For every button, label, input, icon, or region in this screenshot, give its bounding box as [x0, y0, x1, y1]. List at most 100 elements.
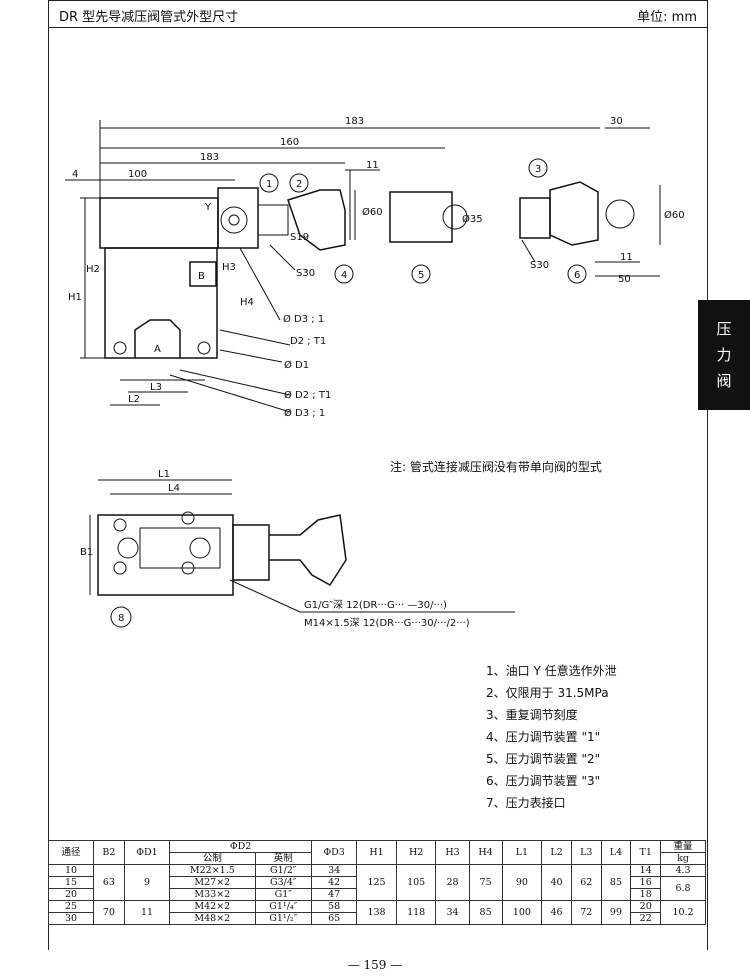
- note-item: 7、压力表接口: [486, 796, 566, 810]
- header-cell: L1: [501, 840, 543, 865]
- table-cell: 100: [501, 900, 543, 925]
- table-cell: 62: [570, 864, 602, 901]
- header-cell: ΦD1: [123, 840, 171, 865]
- callout-d2-t1: Ø D2 ; T1: [284, 389, 331, 401]
- callout-d2: D2 ; T1: [290, 336, 326, 347]
- header-cell: ΦD3: [310, 840, 358, 865]
- table-cell: 40: [541, 864, 572, 901]
- dim-11-b: 11: [620, 252, 633, 263]
- callout-d3-b: Ø D3 ; 1: [284, 407, 325, 419]
- header-cell: ΦD2: [169, 840, 312, 853]
- table-cell: M33×2: [169, 888, 256, 901]
- table-cell: 138: [356, 900, 397, 925]
- table-cell: 72: [570, 900, 602, 925]
- table-cell: 10.2: [660, 900, 706, 925]
- table-cell: G1¹/₂″: [254, 912, 312, 925]
- table-cell: 118: [395, 900, 437, 925]
- marker-3: 3: [528, 158, 548, 178]
- page-number: — 159 —: [347, 958, 403, 972]
- callout-d1: Ø D1: [284, 359, 309, 371]
- table-cell: 20: [630, 900, 662, 913]
- table-cell: 34: [435, 900, 470, 925]
- table-cell: 6.8: [660, 876, 706, 901]
- table-row: 10 63 9 M22×1.5 G1/2″ 34 125 105 28 75 9…: [48, 864, 706, 901]
- note-item: 2、仅限用于 31.5MPa: [486, 686, 609, 700]
- table-cell: G1″: [254, 888, 312, 901]
- svg-text:1: 1: [266, 179, 272, 190]
- port-a-label: A: [154, 344, 161, 355]
- marker-4: 4: [334, 264, 354, 284]
- header-cell: L4: [600, 840, 632, 865]
- svg-text:2: 2: [296, 179, 302, 190]
- header-cell: 重量: [660, 840, 706, 853]
- table-cell: 90: [501, 864, 543, 901]
- header-cell: H3: [435, 840, 470, 865]
- dim-30: 30: [610, 116, 623, 127]
- table-cell: 85: [600, 864, 632, 901]
- dim-183-a: 183: [345, 116, 364, 127]
- dim-l3: L3: [150, 382, 162, 393]
- section-tab-char: 力: [716, 346, 732, 364]
- table-cell: 58: [310, 900, 358, 913]
- unit-label: 单位: mm: [637, 10, 697, 25]
- thread-spec-1: G1/G″深 12(DR···G··· —30/···): [304, 599, 447, 611]
- callout-d3-a: Ø D3 ; 1: [283, 313, 324, 325]
- dim-dia-60-b: Ø60: [664, 209, 685, 221]
- table-header-row: 通径 B2 ΦD1 ΦD2 ΦD3 H1 H2 H3 H4 L1 L2 L3 L…: [48, 840, 706, 865]
- marker-8: 8: [110, 606, 132, 628]
- dim-100: 100: [128, 169, 147, 180]
- svg-text:8: 8: [118, 613, 124, 624]
- page-title: DR 型先导减压阀管式外型尺寸: [59, 10, 239, 25]
- dim-l2: L2: [128, 394, 140, 405]
- note-item: 3、重复调节刻度: [486, 708, 578, 722]
- table-cell: M22×1.5: [169, 864, 256, 877]
- note-item: 6、压力调节装置 "3": [486, 774, 601, 788]
- table-cell: 30: [48, 912, 94, 925]
- dim-b1: B1: [80, 547, 93, 558]
- header-cell: 通径: [48, 840, 94, 865]
- dim-4: 4: [72, 169, 78, 180]
- marker-5: 5: [411, 264, 431, 284]
- port-y-label: Y: [204, 202, 212, 213]
- table-cell: 18: [630, 888, 662, 901]
- table-row: 30 M48×2 G1¹/₂″ 65 22: [48, 912, 706, 925]
- table-cell: 47: [310, 888, 358, 901]
- table-cell: 63: [93, 864, 125, 901]
- table-row: 20 M33×2 G1″ 47 18: [48, 888, 706, 901]
- section-tab-char: 阀: [716, 372, 732, 390]
- page-frame: DR 型先导减压阀管式外型尺寸 单位: mm: [48, 0, 708, 950]
- table-cell: 22: [630, 912, 662, 925]
- dim-h4: H4: [240, 297, 254, 308]
- dim-183-b: 183: [200, 152, 219, 163]
- table-cell: 11: [123, 900, 171, 925]
- notes-list: 1、油口 Y 任意选作外泄 2、仅限用于 31.5MPa 3、重复调节刻度 4、…: [486, 660, 617, 814]
- table-cell: 28: [435, 864, 470, 901]
- table-cell: M27×2: [169, 876, 256, 889]
- table-cell: 20: [48, 888, 94, 901]
- dim-dia-60-a: Ø60: [362, 206, 383, 218]
- dim-l4: L4: [168, 483, 180, 494]
- subheader-cell: 公制: [169, 852, 256, 865]
- table-cell: 70: [93, 900, 125, 925]
- table-cell: M42×2: [169, 900, 256, 913]
- marker-6: 6: [567, 264, 587, 284]
- label-s30-b: S30: [530, 260, 549, 271]
- table-subheader-row: 公制 英制 kg: [49, 852, 706, 865]
- section-tab-char: 压: [716, 320, 732, 338]
- table-cell: 65: [310, 912, 358, 925]
- table-cell: 16: [630, 876, 662, 889]
- table-cell: 34: [310, 864, 358, 877]
- thread-spec-2: M14×1.5深 12(DR···G···30/···/2···): [304, 617, 470, 629]
- label-s30-a: S30: [296, 268, 315, 279]
- table-cell: 4.3: [660, 864, 706, 877]
- table-cell: 85: [468, 900, 503, 925]
- dim-h2: H2: [86, 264, 100, 275]
- header-bar: DR 型先导减压阀管式外型尺寸 单位: mm: [49, 0, 707, 28]
- label-s19: S19: [290, 232, 309, 243]
- dim-160: 160: [280, 137, 299, 148]
- table-cell: 14: [630, 864, 662, 877]
- dim-h1: H1: [68, 292, 82, 303]
- note-item: 5、压力调节装置 "2": [486, 752, 601, 766]
- table-cell: 105: [395, 864, 437, 901]
- note-item: 1、油口 Y 任意选作外泄: [486, 664, 617, 678]
